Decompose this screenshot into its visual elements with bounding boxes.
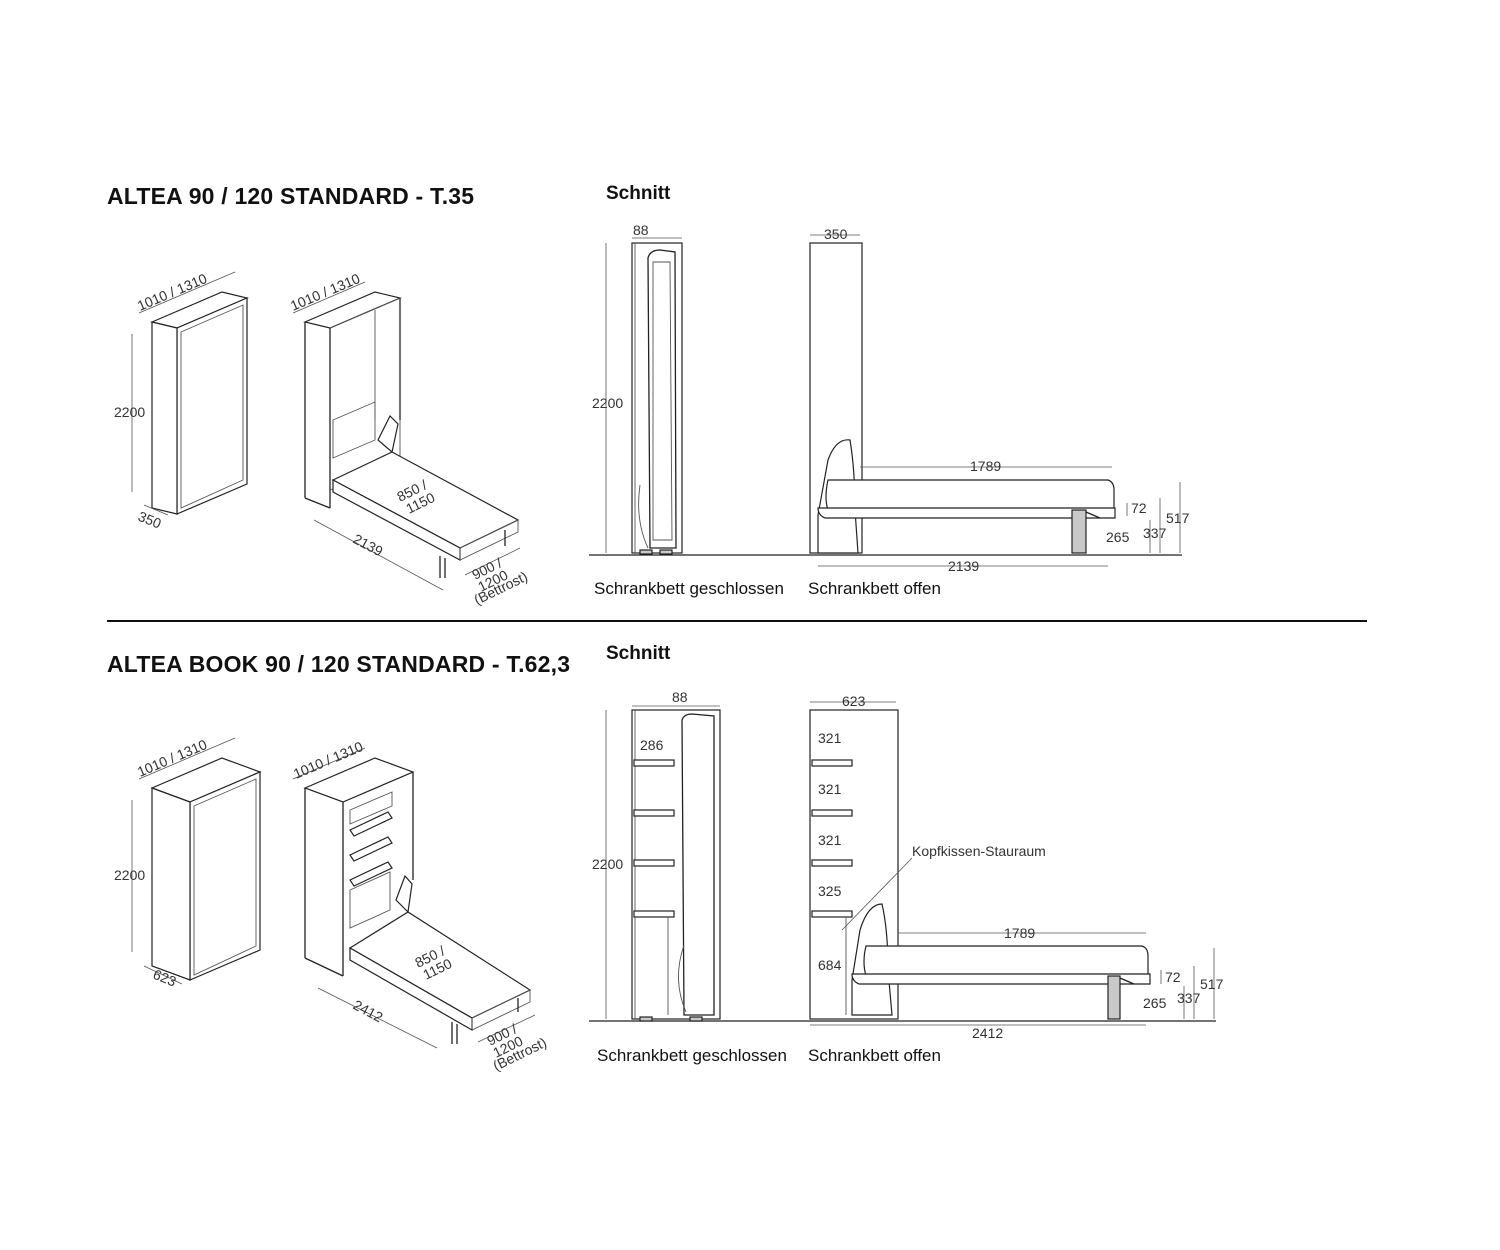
s2-open-storage-label: Kopfkissen-Stauraum [912, 843, 1046, 859]
s2-open-top: 623 [842, 693, 866, 709]
s2-closed-top: 88 [672, 689, 688, 705]
s1-open-mattress-len: 1789 [970, 458, 1001, 474]
s1-open-overall: 2139 [948, 558, 979, 574]
s2-open-d337: 337 [1177, 990, 1201, 1006]
s2-section-open [809, 701, 1215, 1026]
s1-open-d265: 265 [1106, 529, 1130, 545]
section1-open-caption: Schrankbett offen [808, 579, 941, 598]
s1-open-d517: 517 [1166, 510, 1190, 526]
s2-closed-shelf: 286 [640, 737, 664, 753]
section1-schnitt-label: Schnitt [606, 183, 671, 204]
s2-open-shelf-1: 321 [818, 730, 842, 746]
section1-title: ALTEA 90 / 120 STANDARD - T.35 [107, 183, 475, 209]
s2-iso-length: 2412 [351, 997, 386, 1026]
s1-closed-top: 88 [633, 222, 649, 238]
s2-open-shelf-2: 321 [818, 781, 842, 797]
s1-open-top: 350 [824, 226, 848, 242]
section2-open-caption: Schrankbett offen [808, 1046, 941, 1065]
section-divider [107, 620, 1367, 622]
s2-open-d72: 72 [1165, 969, 1181, 985]
s1-open-d337: 337 [1143, 525, 1167, 541]
s2-open-shelf-4: 325 [818, 883, 842, 899]
s1-iso-closed-height: 2200 [114, 404, 145, 420]
s1-iso-open [292, 281, 521, 591]
s2-open-mattress-len: 1789 [1004, 925, 1035, 941]
s1-open-d72: 72 [1131, 500, 1147, 516]
section2-schnitt-label: Schnitt [606, 643, 671, 664]
s2-open-overall: 2412 [972, 1025, 1003, 1041]
s2-open-shelf-3: 321 [818, 832, 842, 848]
section2-closed-caption: Schrankbett geschlossen [597, 1046, 787, 1065]
s1-section-open [809, 234, 1181, 567]
s2-iso-open [292, 747, 536, 1049]
s1-iso-closed [131, 271, 249, 516]
section2-title: ALTEA BOOK 90 / 120 STANDARD - T.62,3 [107, 651, 571, 677]
s2-open-d517: 517 [1200, 976, 1224, 992]
s2-section-closed [589, 705, 1216, 1022]
s2-open-d684: 684 [818, 957, 842, 973]
s1-section-closed [589, 237, 1182, 556]
s2-iso-closed [131, 737, 262, 985]
s1-iso-length: 2139 [351, 531, 386, 560]
s2-open-d265: 265 [1143, 995, 1167, 1011]
s2-iso-closed-height: 2200 [114, 867, 145, 883]
s1-closed-height: 2200 [592, 395, 623, 411]
section1-closed-caption: Schrankbett geschlossen [594, 579, 784, 598]
s2-closed-height: 2200 [592, 856, 623, 872]
